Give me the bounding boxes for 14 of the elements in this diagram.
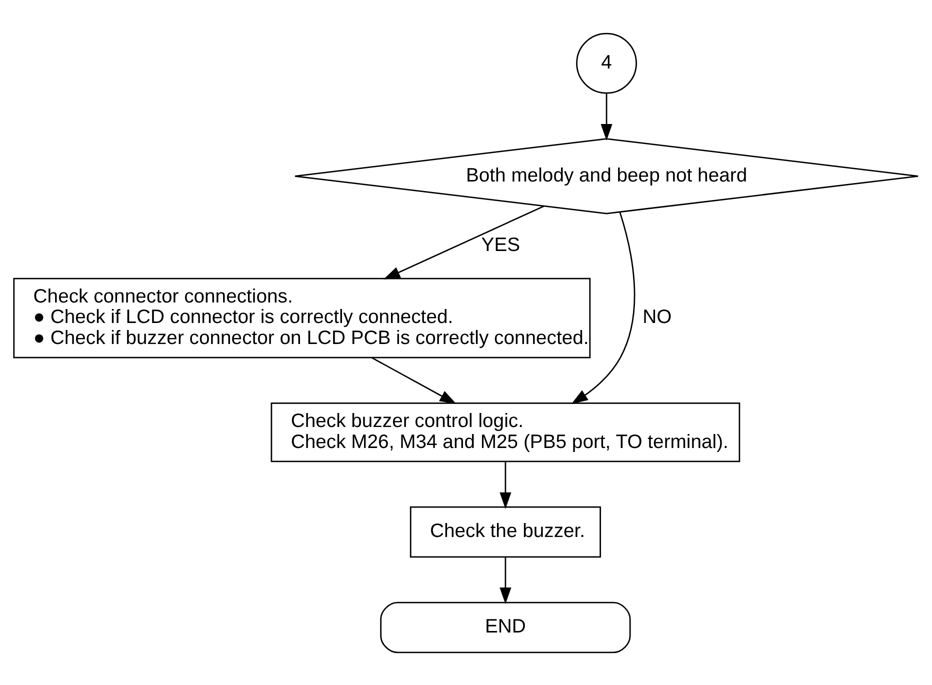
arrow <box>600 93 612 140</box>
edge-label: NO <box>642 306 672 328</box>
node-box: END <box>380 601 631 653</box>
node-box: Check buzzer control logic. Check M26, M34 and M25 (PB5 port, TO terminal). <box>270 402 740 462</box>
node-circle: 4 <box>576 32 637 94</box>
node-box: Check connector connections. ● Check if LCD connector is correctly connected. ● Check if buzzer connector on LCD PCB is correctly connected. <box>13 277 591 358</box>
arrow <box>571 212 636 404</box>
arrow <box>500 461 512 508</box>
node-box: Check the buzzer. <box>410 506 601 558</box>
arrow <box>384 205 544 279</box>
node-diamond: Both melody and beep not heard <box>294 138 919 214</box>
arrow <box>372 356 456 404</box>
edge-label: YES <box>481 234 520 256</box>
arrow <box>500 556 512 604</box>
